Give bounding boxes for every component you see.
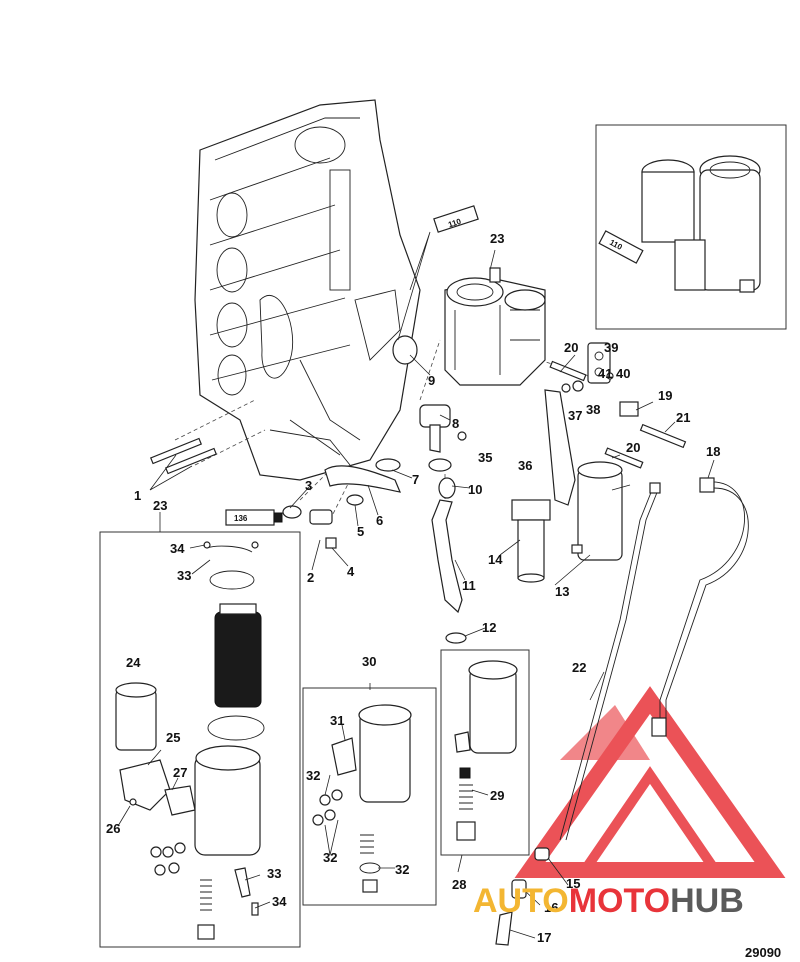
callout-27: 27 xyxy=(173,765,187,780)
callout-15: 15 xyxy=(566,876,580,891)
callout-4: 4 xyxy=(347,564,355,579)
callout-40: 40 xyxy=(616,366,630,381)
figure-reference-number: 29090 xyxy=(745,945,781,960)
callout-41: 41 xyxy=(598,366,612,381)
callout-30: 30 xyxy=(362,654,376,669)
callout-11: 11 xyxy=(462,578,476,593)
callout-5: 5 xyxy=(357,524,364,539)
leader-lines xyxy=(117,231,715,939)
callout-1: 1 xyxy=(134,488,141,503)
callout-34b: 34 xyxy=(272,894,287,909)
service-kit-box-30 xyxy=(302,687,437,906)
callout-33b: 33 xyxy=(267,866,281,881)
callout-10: 10 xyxy=(468,482,482,497)
watermark-part-hub: HUB xyxy=(670,882,744,920)
inset-view: 110 xyxy=(595,124,787,330)
callout-2: 2 xyxy=(307,570,314,585)
fittings-15-16-17 xyxy=(495,847,550,946)
bolts-part-1 xyxy=(149,437,218,475)
fittings-2-to-12 xyxy=(282,335,467,644)
callout-39: 39 xyxy=(604,340,618,355)
filter-element-14 xyxy=(511,499,551,583)
callout-13: 13 xyxy=(555,584,569,599)
engine-block xyxy=(194,99,421,481)
fuel-filter-13 xyxy=(571,461,631,561)
callout-34a: 34 xyxy=(170,541,185,556)
callout-16: 16 xyxy=(544,900,558,915)
callout-24: 24 xyxy=(126,655,141,670)
callout-32b: 32 xyxy=(323,850,337,865)
watermark-logo xyxy=(514,686,786,878)
service-kit-box-23 xyxy=(99,531,301,948)
callout-19: 19 xyxy=(658,388,672,403)
sealant-label-110: 110 xyxy=(447,217,463,230)
callout-29: 29 xyxy=(490,788,504,803)
fuel-module-upper xyxy=(444,267,546,386)
callout-23-box: 23 xyxy=(153,498,167,513)
bracket-and-hardware xyxy=(544,342,687,506)
fuel-lines xyxy=(559,477,749,841)
watermark-part-moto: MOTO xyxy=(569,882,670,920)
callout-9: 9 xyxy=(428,373,435,388)
callout-3: 3 xyxy=(305,478,312,493)
callout-25: 25 xyxy=(166,730,180,745)
watermark-part-auto: AUTO xyxy=(473,882,569,920)
callout-31: 31 xyxy=(330,713,344,728)
callout-23-upper: 23 xyxy=(490,231,504,246)
callout-37: 37 xyxy=(568,408,582,423)
callout-6: 6 xyxy=(376,513,383,528)
callout-8: 8 xyxy=(452,416,459,431)
callout-12: 12 xyxy=(482,620,496,635)
callout-21: 21 xyxy=(676,410,690,425)
callout-28: 28 xyxy=(452,877,466,892)
watermark-wordmark: AUTOMOTOHUB xyxy=(473,882,744,920)
callout-18: 18 xyxy=(706,444,720,459)
callout-20a: 20 xyxy=(564,340,578,355)
callout-33a: 33 xyxy=(177,568,191,583)
callout-26: 26 xyxy=(106,821,120,836)
sealant-tube-136: 136 xyxy=(225,509,283,526)
callout-32c: 32 xyxy=(395,862,409,877)
callout-36: 36 xyxy=(518,458,532,473)
callout-17: 17 xyxy=(537,930,551,945)
callout-22: 22 xyxy=(572,660,586,675)
callout-35: 35 xyxy=(478,450,492,465)
callout-labels: 1 2 3 4 5 6 7 8 9 10 11 12 13 14 15 16 1… xyxy=(106,231,720,945)
callout-38: 38 xyxy=(586,402,600,417)
watermark-text: AUTOMOTOHUB xyxy=(473,882,744,920)
sealant-tube-110-upper: 110 xyxy=(433,205,479,233)
callout-7: 7 xyxy=(412,472,419,487)
service-kit-box-28 xyxy=(440,649,530,856)
callout-32a: 32 xyxy=(306,768,320,783)
sealant-label-136: 136 xyxy=(234,514,248,523)
callout-20b: 20 xyxy=(626,440,640,455)
callout-14: 14 xyxy=(488,552,503,567)
